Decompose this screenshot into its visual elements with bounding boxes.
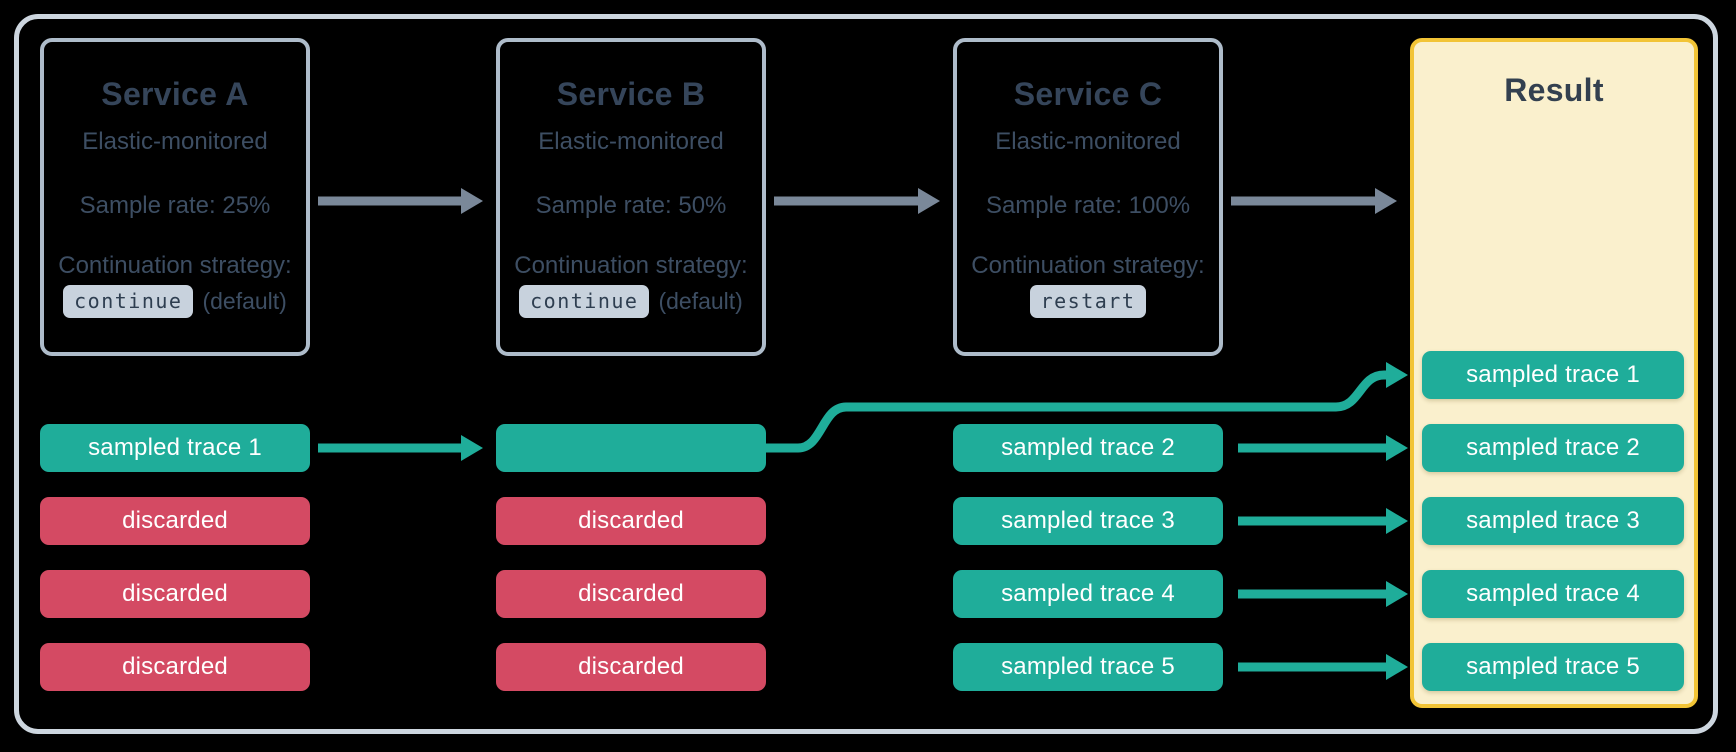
- trace-box-sampled-c3: sampled trace 4: [953, 570, 1223, 618]
- trace-box-discarded-a2: discarded: [40, 497, 310, 545]
- result-trace-box-4: sampled trace 4: [1422, 570, 1684, 618]
- trace-box-discarded-b4: discarded: [496, 643, 766, 691]
- result-trace-box-3: sampled trace 3: [1422, 497, 1684, 545]
- trace-box-sampled-c2: sampled trace 3: [953, 497, 1223, 545]
- trace-box-discarded-a3: discarded: [40, 570, 310, 618]
- service-b-monitoring-label: Elastic-monitored: [538, 128, 724, 155]
- result-panel: Result sampled trace 1 sampled trace 2 s…: [1410, 38, 1698, 708]
- service-c-sample-rate: Sample rate: 100%: [985, 192, 1191, 219]
- service-b-title: Service B: [556, 76, 706, 112]
- service-a-strategy-label: Continuation strategy:: [58, 252, 292, 279]
- service-a-box: Service A Elastic-monitored Sample rate:…: [40, 38, 310, 356]
- service-c-strategy-label: Continuation strategy:: [971, 252, 1205, 279]
- service-a-sample-rate: Sample rate: 25%: [79, 192, 271, 219]
- diagram-frame: [14, 14, 1718, 734]
- service-a-title: Service A: [101, 76, 249, 112]
- service-b-box: Service B Elastic-monitored Sample rate:…: [496, 38, 766, 356]
- trace-box-sampled-c4: sampled trace 5: [953, 643, 1223, 691]
- trace-box-sampled-c1: sampled trace 2: [953, 424, 1223, 472]
- service-c-monitoring-label: Elastic-monitored: [995, 128, 1181, 155]
- result-trace-box-2: sampled trace 2: [1422, 424, 1684, 472]
- service-b-sample-rate: Sample rate: 50%: [535, 192, 727, 219]
- trace-box-discarded-a4: discarded: [40, 643, 310, 691]
- trace-box-discarded-b3: discarded: [496, 570, 766, 618]
- service-b-strategy-row: continue (default): [519, 285, 743, 318]
- trace-box-sampled-b1-empty: [496, 424, 766, 472]
- service-c-strategy-row: restart: [1029, 285, 1147, 318]
- service-c-title: Service C: [1013, 76, 1163, 112]
- result-trace-box-1: sampled trace 1: [1422, 351, 1684, 399]
- trace-box-discarded-b2: discarded: [496, 497, 766, 545]
- service-a-strategy-row: continue (default): [63, 285, 287, 318]
- result-title: Result: [1504, 72, 1604, 108]
- service-c-strategy-badge: restart: [1029, 285, 1147, 318]
- service-b-strategy-label: Continuation strategy:: [514, 252, 748, 279]
- service-b-strategy-default-note: (default): [658, 288, 743, 314]
- service-a-monitoring-label: Elastic-monitored: [82, 128, 268, 155]
- service-a-strategy-default-note: (default): [202, 288, 287, 314]
- service-a-strategy-badge: continue: [63, 285, 194, 318]
- service-b-strategy-badge: continue: [519, 285, 650, 318]
- trace-box-sampled-a1: sampled trace 1: [40, 424, 310, 472]
- result-trace-box-5: sampled trace 5: [1422, 643, 1684, 691]
- service-c-box: Service C Elastic-monitored Sample rate:…: [953, 38, 1223, 356]
